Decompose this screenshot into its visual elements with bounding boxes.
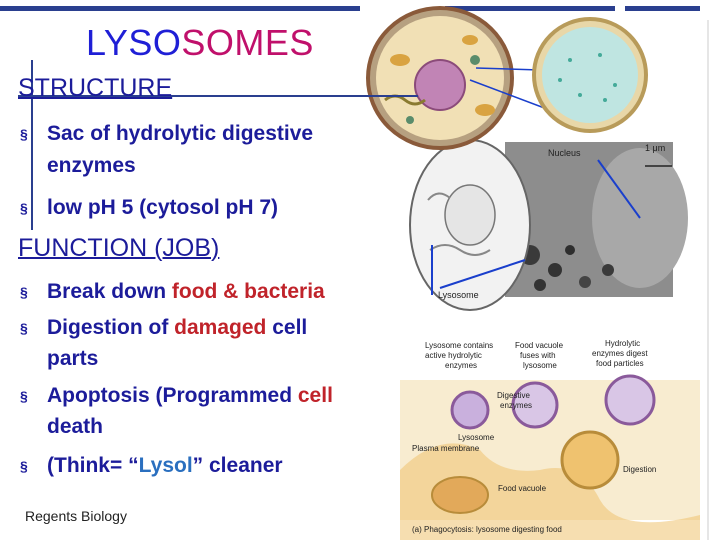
heading-function: FUNCTION (JOB) xyxy=(18,234,220,262)
heading-structure: STRUCTURE xyxy=(18,74,173,102)
svg-text:Food vacuole: Food vacuole xyxy=(515,341,564,350)
svg-text:enzymes: enzymes xyxy=(445,361,477,370)
label-scale: 1 μm xyxy=(645,143,665,153)
function-bullet-3: §Apoptosis (Programmed cell xyxy=(20,384,333,407)
svg-text:enzymes digest: enzymes digest xyxy=(592,349,648,358)
phago-lysosome-1 xyxy=(450,390,490,430)
figure-caption: (a) Phagocytosis: lysosome digesting foo… xyxy=(412,525,562,534)
svg-text:food particles: food particles xyxy=(596,359,644,368)
function-bullet-2: §Digestion of damaged cell xyxy=(20,316,308,339)
svg-text:Lysosome: Lysosome xyxy=(458,433,495,442)
right-edge-bar xyxy=(700,0,720,540)
top-decor-bar xyxy=(0,0,720,18)
structure-bullet-1-cont: enzymes xyxy=(47,154,136,177)
svg-text:Digestion: Digestion xyxy=(623,465,656,474)
svg-text:lysosome: lysosome xyxy=(523,361,557,370)
svg-text:enzymes: enzymes xyxy=(500,401,532,410)
phago-fusion xyxy=(511,381,559,429)
svg-text:Food vacuole: Food vacuole xyxy=(498,484,547,493)
svg-text:fuses with: fuses with xyxy=(520,351,556,360)
function-bullet-4: §(Think= “Lysol” cleaner xyxy=(20,454,283,477)
decor-horizontal-line xyxy=(18,95,418,97)
svg-text:Lysosome contains: Lysosome contains xyxy=(425,341,493,350)
svg-text:Plasma membrane: Plasma membrane xyxy=(412,444,480,453)
function-bullet-1: §Break down food & bacteria xyxy=(20,280,325,303)
structure-bullet-2: §low pH 5 (cytosol pH 7) xyxy=(20,196,279,219)
decor-vertical-line xyxy=(31,60,33,230)
label-nucleus: Nucleus xyxy=(548,148,581,158)
function-bullet-3-cont: death xyxy=(47,415,104,438)
structure-bullet-1: §Sac of hydrolytic digestive xyxy=(20,122,314,145)
label-lysosome: Lysosome xyxy=(438,290,479,300)
svg-text:active hydrolytic: active hydrolytic xyxy=(425,351,482,360)
svg-text:Hydrolytic: Hydrolytic xyxy=(605,339,640,348)
svg-text:Digestive: Digestive xyxy=(497,391,530,400)
footer-text: Regents Biology xyxy=(25,508,127,524)
slide-title: LYSOSOMES xyxy=(86,22,314,63)
function-bullet-2-cont: parts xyxy=(47,347,99,370)
